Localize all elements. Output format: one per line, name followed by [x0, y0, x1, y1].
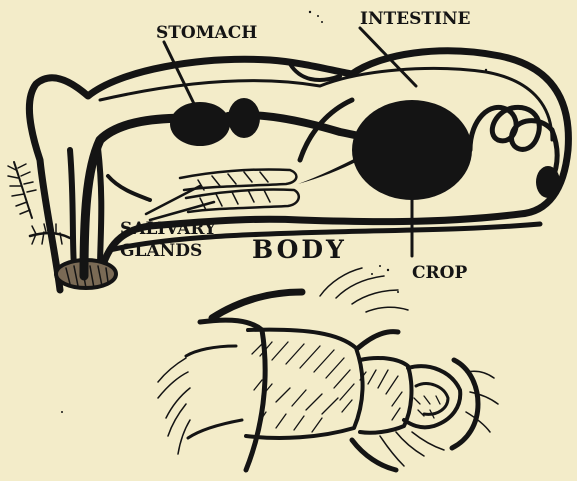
salivary-label: SALIVARY: [120, 219, 217, 239]
abdomen-segments-figure: [158, 268, 498, 470]
paper-specks: [61, 11, 487, 413]
stomach-leader-line: [164, 42, 198, 112]
rectal-bulb: [536, 166, 560, 198]
stomach-organ: [170, 98, 260, 146]
stomach-label: STOMACH: [156, 23, 257, 43]
body-label: BODY: [252, 235, 347, 264]
crop-organ: [298, 100, 472, 200]
intestine-label: INTESTINE: [360, 9, 471, 29]
glands-label: GLANDS: [120, 241, 202, 261]
mouthparts-proboscis: [8, 148, 116, 288]
salivary-leader-line-1: [146, 186, 200, 214]
crop-label: CROP: [412, 263, 467, 283]
